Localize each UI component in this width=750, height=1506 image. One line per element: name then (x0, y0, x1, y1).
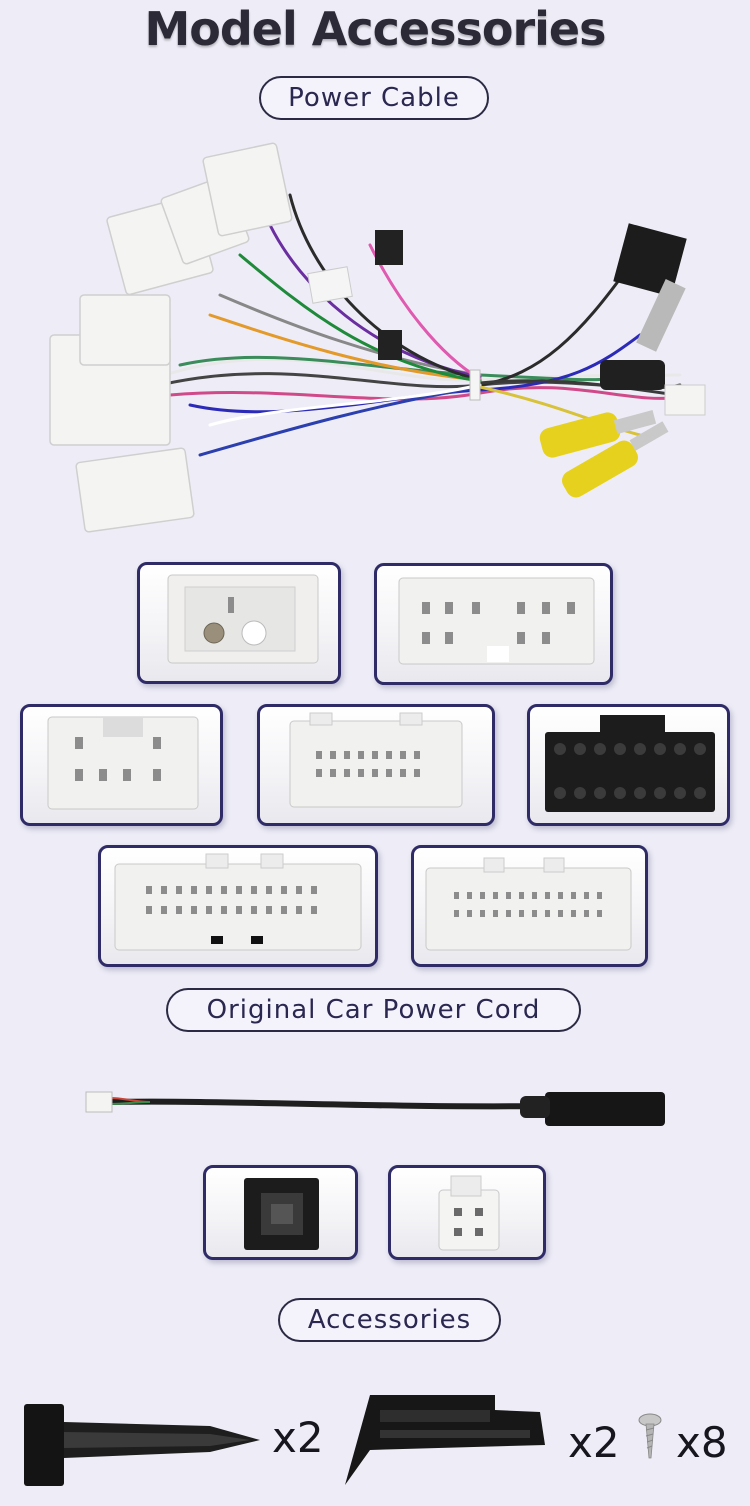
page-title: Model Accessories (144, 2, 606, 56)
connector-panel-1 (137, 562, 341, 684)
section-label-power-cable: Power Cable (259, 76, 489, 120)
original-power-cord-image (80, 1080, 670, 1140)
section-label-original-cord: Original Car Power Cord (166, 988, 581, 1032)
screw-quantity: x8 (676, 1418, 728, 1467)
mounting-bracket-a-image (20, 1400, 270, 1490)
cord-end-panel-2 (388, 1165, 546, 1260)
connector-panel-4 (257, 704, 495, 826)
connector-panel-5 (527, 704, 730, 826)
cord-end-panel-1 (203, 1165, 358, 1260)
connector-panel-6 (98, 845, 378, 967)
mounting-bracket-b-image (340, 1390, 560, 1490)
connector-panel-3 (20, 704, 223, 826)
wiring-harness-image (40, 135, 720, 535)
connector-panel-7 (411, 845, 648, 967)
connector-panel-2 (374, 563, 613, 685)
section-label-accessories: Accessories (278, 1298, 501, 1342)
bracket-a-quantity: x2 (272, 1413, 324, 1462)
screw-icon (635, 1412, 665, 1462)
bracket-b-quantity: x2 (568, 1418, 620, 1467)
